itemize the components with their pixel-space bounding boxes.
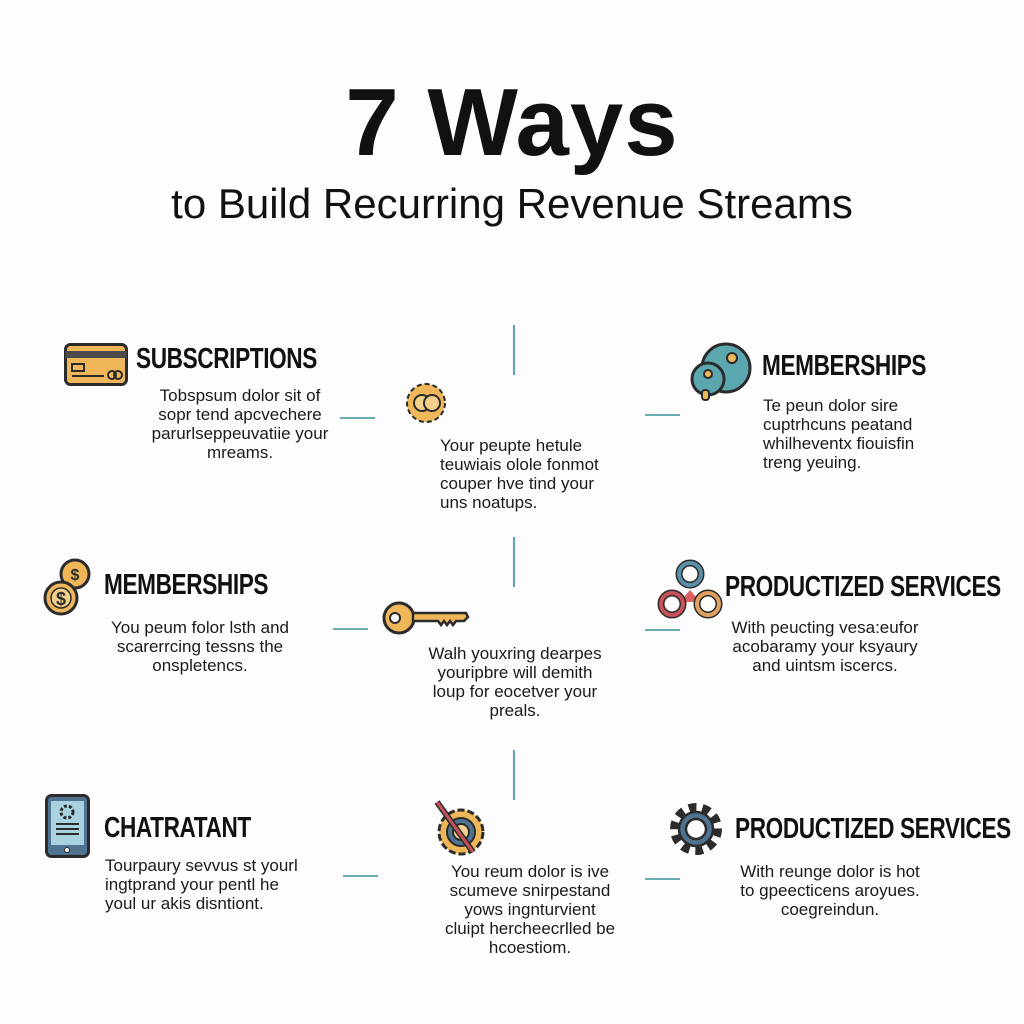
- connector-line: [333, 628, 368, 630]
- item-text-line: You peum folor lsth and: [111, 618, 289, 637]
- item-text-line: treng yeuing.: [763, 453, 862, 472]
- svg-text:$: $: [71, 567, 80, 584]
- gear-icon: [670, 803, 722, 855]
- item-text-line: onspletencs.: [152, 656, 248, 675]
- item-text-line: to gpeecticens aroyues.: [740, 881, 920, 900]
- item-heading: MEMBERSHIPS: [104, 569, 269, 601]
- item-text-line: acobaramy your ksyaury: [732, 637, 918, 656]
- item-text-line: scarerrcing tessns the: [116, 637, 284, 656]
- gear-target-icon: [434, 800, 485, 856]
- linked-rings-icon: [657, 559, 723, 619]
- item-text-line: Walh youxring dearpes: [428, 644, 602, 663]
- item-text-line: youl ur akis disntiont.: [105, 894, 264, 913]
- item-text-line: scumeve snirpestand: [449, 881, 611, 900]
- item-text-line: With reunge dolor is hot: [740, 862, 920, 881]
- phone-gear-icon: [45, 794, 90, 858]
- connector-line: [340, 417, 375, 419]
- item-text-line: mreams.: [206, 443, 274, 462]
- item-heading: PRODUCTIZED SERVICES: [725, 571, 1001, 603]
- credit-card-icon: [64, 343, 128, 386]
- item-text-line: cuptrhcuns peatand: [763, 415, 913, 434]
- item-text-line: hcoestiom.: [488, 938, 572, 957]
- item-heading: PRODUCTIZED SERVICES: [735, 813, 1011, 845]
- item-text-line: cluipt hercheecrlled be: [444, 919, 616, 938]
- connector-line: [645, 414, 680, 416]
- item-text-line: sopr tend apcvechere: [158, 405, 322, 424]
- item-text-line: whilheventx fiouisfin: [763, 434, 915, 453]
- item-heading: SUBSCRIPTIONS: [136, 343, 317, 375]
- item-text-line: Te peun dolor sire: [763, 396, 899, 415]
- item-text-line: With peucting vesa:eufor: [731, 618, 919, 637]
- item-text-line: parurlseppeuvatiie your: [151, 424, 329, 443]
- item-text-line: preals.: [489, 701, 541, 720]
- item-text-line: ingtprand your pentl he: [105, 875, 279, 894]
- key-icon: [382, 601, 470, 635]
- item-text-line: uns noatups.: [440, 493, 538, 512]
- item-text-line: Tourpaury sevvus st yourl: [105, 856, 298, 875]
- item-text-line: and uintsm iscercs.: [752, 656, 898, 675]
- item-text-line: teuwiais olole fonmot: [440, 455, 599, 474]
- item-heading: MEMBERSHIPS: [762, 350, 927, 382]
- coins-icon: $ $: [43, 558, 91, 616]
- item-text-line: couper hve tind your: [440, 474, 595, 493]
- connector-line: [343, 875, 378, 877]
- item-text-line: Your peupte hetule: [440, 436, 583, 455]
- gear-coin-icon: [406, 383, 446, 423]
- membership-circles-icon: [690, 342, 752, 401]
- item-text-line: loup for eocetver your: [432, 682, 598, 701]
- page-subtitle: to Build Recurring Revenue Streams: [171, 180, 853, 227]
- svg-text:$: $: [56, 589, 66, 609]
- item-heading: CHATRATANT: [104, 812, 251, 844]
- item-text-line: coegreindun.: [780, 900, 880, 919]
- item-text-line: You reum dolor is ive: [450, 862, 610, 881]
- connector-line: [513, 750, 515, 800]
- connector-line: [645, 629, 680, 631]
- page-title: 7 Ways: [345, 69, 679, 176]
- item-text-line: youripbre will demith: [437, 663, 593, 682]
- connector-line: [645, 878, 680, 880]
- item-text-line: Tobspsum dolor sit of: [159, 386, 321, 405]
- connector-line: [513, 325, 515, 375]
- connector-line: [513, 537, 515, 587]
- item-text-line: yows ingnturvient: [464, 900, 596, 919]
